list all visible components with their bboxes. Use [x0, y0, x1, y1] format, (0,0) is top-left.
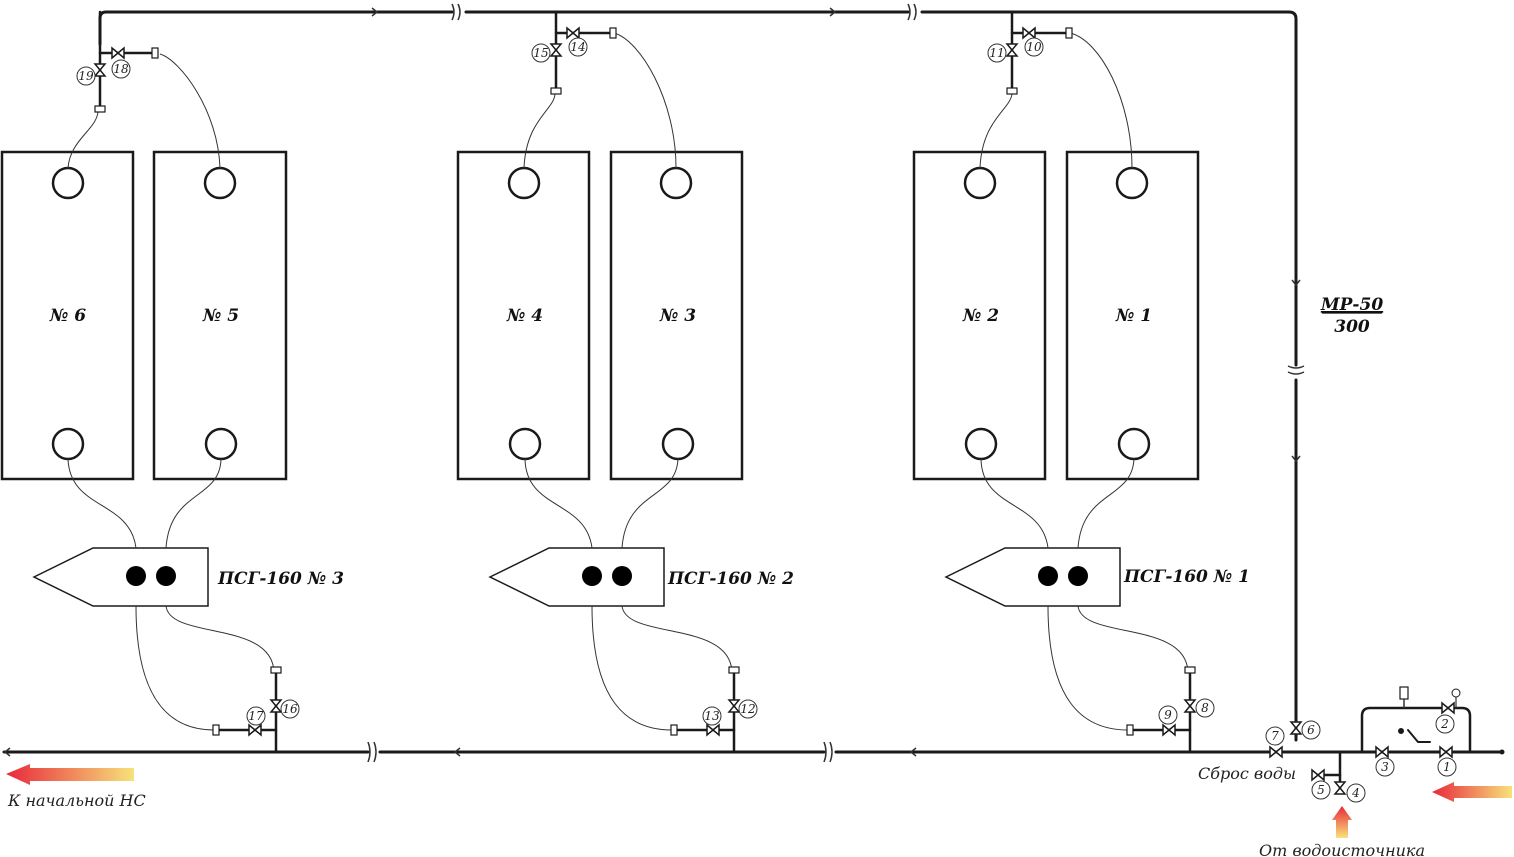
svg-text:17: 17 — [248, 709, 264, 723]
svg-text:3: 3 — [1381, 760, 1389, 774]
valve-10[interactable]: 10 — [1024, 37, 1044, 57]
valve-symbol — [1269, 745, 1283, 759]
tank-2[interactable]: № 2 — [912, 150, 1047, 481]
valve-3[interactable]: 3 — [1375, 757, 1395, 777]
valve-symbol — [706, 723, 720, 737]
valve-8[interactable]: 8 — [1195, 698, 1215, 718]
valve-symbol — [1162, 723, 1176, 737]
svg-text:8: 8 — [1201, 701, 1209, 715]
valve-16[interactable]: 16 — [280, 699, 300, 719]
valve-symbol — [111, 46, 125, 60]
valve-symbol — [1005, 43, 1019, 57]
valve-symbol — [1439, 745, 1453, 759]
valve-symbol — [1289, 721, 1303, 735]
tank-label: № 5 — [202, 306, 239, 326]
svg-text:5: 5 — [1317, 783, 1325, 797]
to-station-label: К начальной НС — [7, 791, 146, 810]
generator-label: ПСГ-160 № 3 — [217, 569, 344, 589]
valve-symbol — [1375, 745, 1389, 759]
top-branches — [94, 10, 1073, 113]
svg-text:6: 6 — [1307, 723, 1315, 737]
generator-label: ПСГ-160 № 1 — [1123, 567, 1250, 587]
generator-label: ПСГ-160 № 2 — [667, 569, 794, 589]
intake-arrow — [1432, 782, 1512, 802]
valve-symbol — [566, 26, 580, 40]
tank-label: № 4 — [506, 306, 543, 326]
pipe-type: МР-50 — [1320, 295, 1383, 315]
svg-text:19: 19 — [78, 69, 94, 83]
svg-text:13: 13 — [704, 709, 720, 723]
valve-symbol — [1183, 699, 1197, 713]
tank-label: № 6 — [49, 306, 86, 326]
valve-13[interactable]: 13 — [702, 706, 722, 726]
valve-symbol — [93, 63, 107, 77]
hoses — [67, 32, 1189, 731]
tank-1[interactable]: № 1 — [1065, 150, 1200, 481]
flow-markers — [3, 7, 1301, 757]
source-arrow — [1332, 806, 1352, 838]
svg-text:7: 7 — [1271, 729, 1279, 743]
pipe-length: 300 — [1334, 317, 1370, 337]
svg-text:2: 2 — [1440, 717, 1449, 731]
generator-2[interactable]: ПСГ-160 № 2 — [488, 547, 794, 607]
valve-7[interactable]: 7 — [1265, 726, 1285, 746]
valve-symbol — [1311, 768, 1325, 782]
valve-11[interactable]: 11 — [987, 43, 1007, 63]
valve-6[interactable]: 6 — [1301, 720, 1321, 740]
valves — [93, 26, 1455, 795]
valve-12[interactable]: 12 — [738, 699, 758, 719]
valve-symbol — [248, 723, 262, 737]
generator-3[interactable]: ПСГ-160 № 3 — [32, 547, 344, 607]
tank-5[interactable]: № 5 — [152, 150, 288, 481]
valve-symbol — [1333, 781, 1347, 795]
valve-labels: 19 18 15 14 11 10 17 16 13 12 9 8 7 6 5 … — [76, 37, 1457, 803]
svg-text:9: 9 — [1164, 708, 1172, 722]
svg-text:15: 15 — [533, 46, 548, 60]
svg-text:1: 1 — [1443, 760, 1451, 774]
valve-4[interactable]: 4 — [1346, 783, 1366, 803]
tank-6[interactable]: № 6 — [0, 150, 135, 481]
svg-text:10: 10 — [1026, 40, 1042, 54]
svg-text:18: 18 — [113, 62, 129, 76]
water-dump-label: Сброс воды — [1198, 764, 1296, 783]
valve-17[interactable]: 17 — [246, 706, 266, 726]
valve-14[interactable]: 14 — [568, 37, 588, 57]
tank-label: № 1 — [1115, 306, 1152, 326]
valve-1[interactable]: 1 — [1437, 757, 1457, 777]
valve-2[interactable]: 2 — [1435, 714, 1455, 734]
tank-label: № 3 — [659, 306, 696, 326]
svg-text:16: 16 — [282, 702, 298, 716]
valve-symbol — [1022, 26, 1036, 40]
valve-15[interactable]: 15 — [531, 43, 551, 63]
valve-18[interactable]: 18 — [111, 59, 131, 79]
valve-5[interactable]: 5 — [1311, 780, 1331, 800]
valve-symbol — [727, 699, 741, 713]
valve-symbol — [1441, 701, 1455, 715]
svg-text:4: 4 — [1351, 786, 1360, 800]
svg-text:14: 14 — [570, 40, 585, 54]
generator-1[interactable]: ПСГ-160 № 1 — [944, 547, 1250, 607]
valve-19[interactable]: 19 — [76, 66, 96, 86]
valve-symbol — [269, 699, 283, 713]
svg-text:11: 11 — [989, 46, 1004, 60]
svg-text:12: 12 — [740, 702, 755, 716]
tank-label: № 2 — [962, 306, 999, 326]
valve-9[interactable]: 9 — [1158, 705, 1178, 725]
pipe-spec: МР-50 300 — [1320, 295, 1383, 337]
valve-symbol — [549, 43, 563, 57]
from-source-label: От водоисточника — [1259, 841, 1425, 857]
pump-station-assembly — [1314, 686, 1472, 794]
to-station-arrow — [6, 764, 134, 785]
tank-4[interactable]: № 4 — [456, 150, 591, 481]
tank-3[interactable]: № 3 — [609, 150, 744, 481]
